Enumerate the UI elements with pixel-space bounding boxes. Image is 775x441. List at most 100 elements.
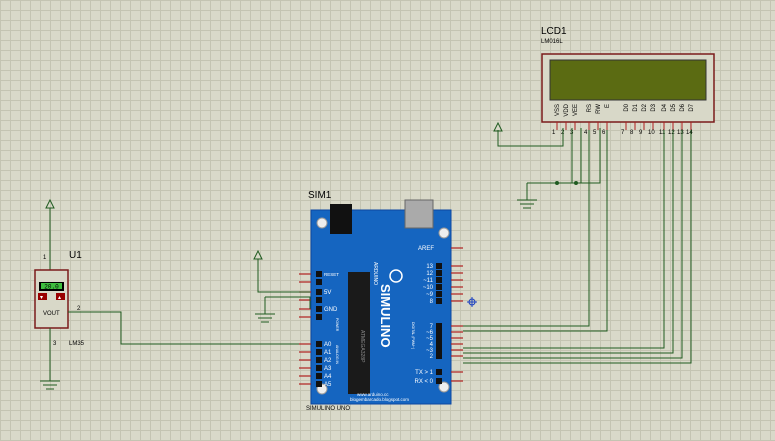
wire-lcd-data[interactable] bbox=[463, 130, 590, 327]
probe-marker-ring bbox=[468, 298, 476, 306]
wire-vss[interactable] bbox=[497, 128, 564, 147]
lcd-pin-label: RW bbox=[596, 104, 602, 114]
analog-header bbox=[316, 381, 322, 387]
sensor-model-label: LM35 bbox=[69, 341, 85, 347]
digital-pin-label: RX < 0 bbox=[414, 379, 433, 385]
power-header bbox=[316, 271, 322, 277]
digital-pin-label: ~6 bbox=[426, 330, 434, 336]
lcd-pin-number: 11 bbox=[659, 130, 666, 136]
wire-lcd-data[interactable] bbox=[463, 130, 692, 364]
wire-lcd-ground[interactable] bbox=[526, 128, 601, 200]
power-header bbox=[316, 314, 322, 320]
ground-symbol-lcd bbox=[517, 199, 537, 209]
digital-pin-label: ~11 bbox=[423, 278, 433, 284]
lcd-pin-number: 5 bbox=[593, 130, 597, 136]
digital-header bbox=[436, 335, 442, 341]
wire-lcd-data[interactable] bbox=[463, 130, 665, 349]
analog-header bbox=[316, 341, 322, 347]
lcd-pin-number: 8 bbox=[630, 130, 634, 136]
board-ref-label: SIM1 bbox=[308, 190, 332, 201]
wire-lcd-data[interactable] bbox=[463, 130, 608, 332]
power-pin-label: 5V bbox=[324, 290, 331, 296]
digital-pin-label: 2 bbox=[430, 354, 434, 360]
lcd-pin-label: RS bbox=[587, 104, 593, 112]
sensor-ref-label: U1 bbox=[69, 250, 82, 261]
board-url1: www.arduino.cc bbox=[357, 392, 389, 397]
analog-header bbox=[316, 349, 322, 355]
wire-sensor-out[interactable] bbox=[68, 311, 310, 345]
analog-pin-label: A2 bbox=[324, 358, 332, 364]
lcd-pin-label: D5 bbox=[671, 103, 677, 111]
sensor-pin2-label: 2 bbox=[77, 306, 81, 312]
digital-pin-label: 12 bbox=[426, 271, 433, 277]
power-terminal-board bbox=[253, 249, 263, 260]
power-header bbox=[316, 289, 322, 295]
wire-lcd-data[interactable] bbox=[463, 130, 674, 354]
lcd-ref-label: LCD1 bbox=[541, 26, 567, 37]
digital-header bbox=[436, 284, 442, 290]
digital-header bbox=[436, 378, 442, 384]
wire-lcd-data[interactable] bbox=[463, 130, 683, 359]
digital-header bbox=[436, 277, 442, 283]
lcd-screen bbox=[549, 59, 707, 101]
digital-pin-label: 8 bbox=[430, 299, 434, 305]
junction-2 bbox=[574, 181, 578, 185]
power-header bbox=[316, 279, 322, 285]
analog-pin-label: A1 bbox=[324, 350, 332, 356]
lcd-pin-number: 4 bbox=[584, 130, 588, 136]
ground-symbol-sensor bbox=[40, 380, 60, 390]
lcd-pin-label: VSS bbox=[555, 104, 561, 116]
digital-pin-label: ~3 bbox=[426, 348, 434, 354]
lcd-pin-label: D7 bbox=[689, 103, 695, 111]
sensor-pin3-label: 3 bbox=[53, 341, 57, 347]
digital-pin-label: 4 bbox=[430, 342, 434, 348]
lcd-pin-number: 9 bbox=[639, 130, 643, 136]
analog-header bbox=[316, 365, 322, 371]
digital-header bbox=[436, 298, 442, 304]
power-terminal-sensor bbox=[45, 198, 55, 209]
digital-pin-label: TX > 1 bbox=[415, 370, 434, 376]
lcd-pin-label: D2 bbox=[642, 103, 648, 111]
lcd-data-wires[interactable] bbox=[463, 130, 692, 364]
ground-symbol-board bbox=[255, 313, 275, 323]
digital-header bbox=[436, 329, 442, 335]
digital-header bbox=[436, 263, 442, 269]
power-pin-label: RESET bbox=[324, 272, 339, 277]
arduino-logo-icon bbox=[389, 269, 403, 283]
mount-hole-2 bbox=[438, 227, 450, 239]
lcd-pin-label: D1 bbox=[633, 103, 639, 111]
up-icon: ▴ bbox=[58, 295, 61, 301]
sensor-up-button[interactable] bbox=[56, 293, 65, 300]
digital-header bbox=[436, 341, 442, 347]
mount-hole-4 bbox=[438, 381, 450, 393]
digital-header bbox=[436, 291, 442, 297]
analog-pin-label: A5 bbox=[324, 382, 332, 388]
power-header bbox=[316, 306, 322, 312]
board-brand: SIMULINO bbox=[378, 284, 393, 348]
digital-header bbox=[436, 353, 442, 359]
sensor-pin1-label: 1 bbox=[43, 255, 47, 261]
digital-header bbox=[436, 323, 442, 329]
lcd-pin-label: E bbox=[605, 104, 611, 108]
sensor-reading: 20.0 bbox=[44, 284, 59, 291]
usb-connector bbox=[404, 199, 434, 229]
wire-board-power[interactable] bbox=[257, 259, 311, 314]
junction-1 bbox=[555, 181, 559, 185]
board-url2: blogembarcado.blogspot.com bbox=[350, 397, 409, 402]
lcd-pin-number: 10 bbox=[648, 130, 655, 136]
analog-pin-label: A3 bbox=[324, 366, 332, 372]
digital-header bbox=[436, 270, 442, 276]
mount-hole-1 bbox=[316, 217, 328, 229]
sensor-down-button[interactable] bbox=[38, 293, 47, 300]
lcd-model-label: LM016L bbox=[541, 39, 563, 45]
lcd-pin-label: D4 bbox=[662, 103, 668, 111]
digital-pin-label: ~9 bbox=[426, 292, 434, 298]
analog-pin-label: A0 bbox=[324, 342, 332, 348]
lcd-pin-label: VEE bbox=[573, 104, 579, 116]
simulino-board[interactable] bbox=[310, 209, 452, 405]
digital-header bbox=[436, 369, 442, 375]
power-jack bbox=[330, 204, 352, 234]
